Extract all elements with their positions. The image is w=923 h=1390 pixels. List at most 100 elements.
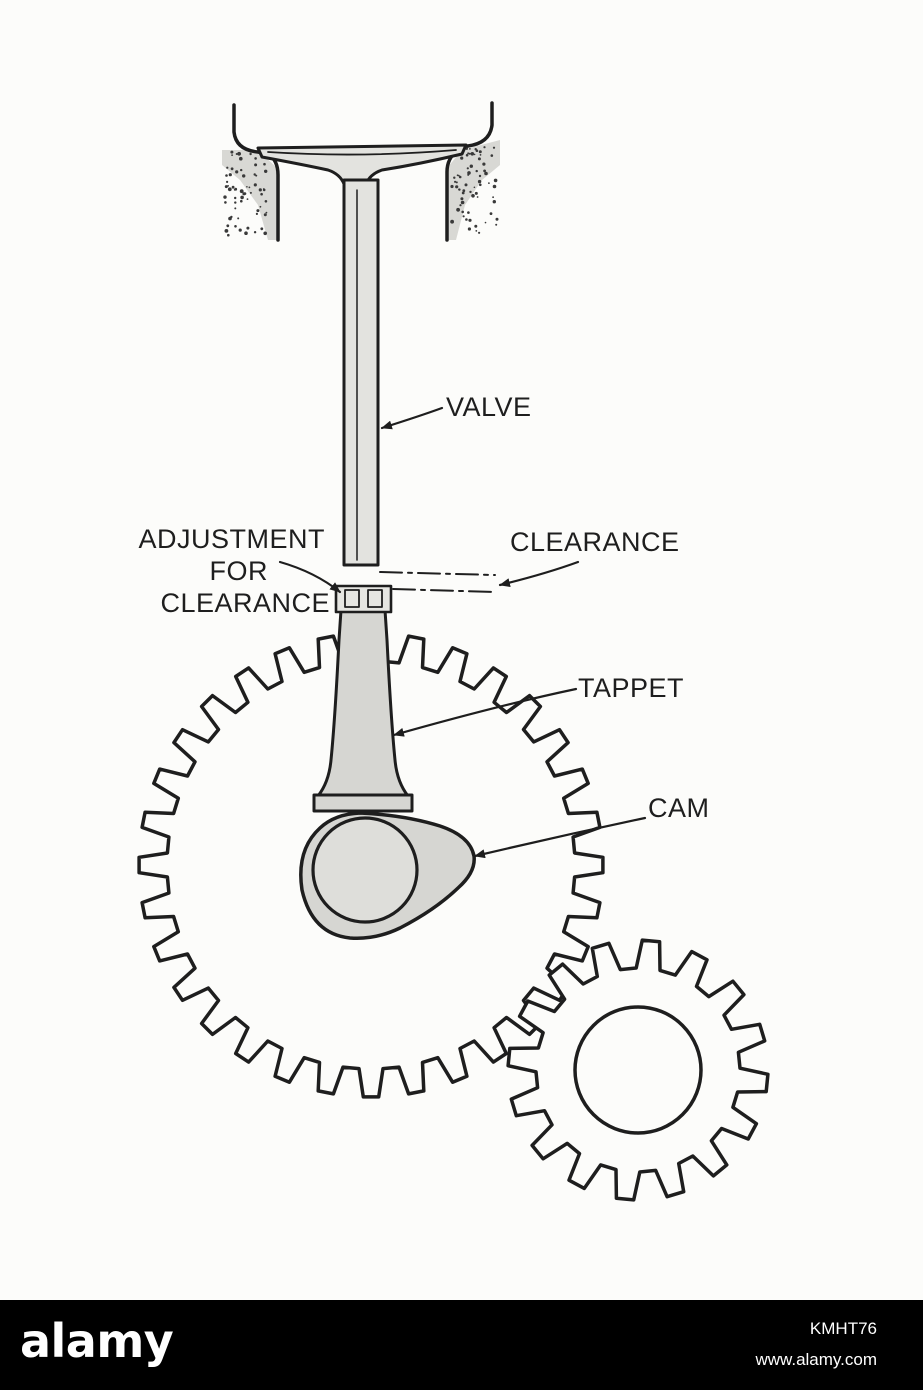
stipple-dot bbox=[461, 191, 465, 195]
stipple-dot bbox=[462, 215, 465, 218]
cylinder-head bbox=[222, 101, 500, 242]
stipple-dot bbox=[237, 217, 240, 220]
label-tappet: TAPPET bbox=[578, 673, 684, 703]
stipple-dot bbox=[457, 174, 460, 177]
stipple-dot bbox=[223, 195, 227, 199]
stipple-dot bbox=[254, 157, 257, 160]
valve bbox=[256, 143, 468, 567]
adjustment-nut-flat-left bbox=[344, 589, 360, 608]
stipple-dot bbox=[248, 186, 251, 189]
stipple-dot bbox=[246, 186, 248, 188]
stipple-dot bbox=[225, 174, 228, 177]
stipple-dot bbox=[453, 176, 456, 179]
stipple-dot bbox=[458, 175, 462, 179]
stipple-dot bbox=[459, 204, 462, 207]
stipple-dot bbox=[263, 231, 268, 236]
clearance-indicator bbox=[379, 571, 496, 593]
stipple-dot bbox=[228, 216, 232, 221]
stipple-dot bbox=[249, 152, 252, 156]
label-adjustment-line1: ADJUSTMENT bbox=[139, 524, 326, 554]
stipple-dot bbox=[473, 153, 476, 156]
valve-tappet-diagram: VALVE CLEARANCE ADJUSTMENT FOR CLEARANCE… bbox=[137, 101, 770, 1202]
stipple-dot bbox=[475, 169, 478, 173]
stipple-dot bbox=[454, 180, 457, 183]
stipple-dot bbox=[227, 185, 230, 187]
stipple-dot bbox=[231, 185, 235, 189]
stipple-dot bbox=[254, 163, 258, 167]
stipple-dot bbox=[465, 218, 468, 221]
stipple-dot bbox=[226, 180, 229, 183]
tappet-base-plate bbox=[312, 793, 414, 813]
stipple-dot bbox=[264, 200, 268, 203]
stipple-dot bbox=[244, 231, 248, 235]
stipple-dot bbox=[483, 169, 486, 173]
stipple-dot bbox=[234, 207, 237, 210]
stipple-dot bbox=[230, 167, 234, 171]
watermark-footer: alamy KMHT76 www.alamy.com bbox=[0, 1300, 923, 1390]
stipple-dot bbox=[490, 154, 494, 157]
stipple-dot bbox=[262, 188, 265, 190]
stipple-dot bbox=[469, 164, 473, 168]
stipple-dot bbox=[264, 169, 268, 173]
stipple-dot bbox=[231, 154, 234, 157]
tappet bbox=[312, 584, 414, 813]
stipple-dot bbox=[460, 197, 464, 201]
cam bbox=[299, 811, 476, 941]
stipple-dot bbox=[263, 162, 266, 166]
valve-seat-line bbox=[267, 149, 457, 156]
stipple-dot bbox=[492, 184, 497, 189]
stipple-dot bbox=[492, 146, 496, 149]
stipple-dot bbox=[253, 173, 256, 176]
valve-stem bbox=[342, 178, 380, 567]
stipple-dot bbox=[469, 190, 472, 194]
stipple-dot bbox=[234, 196, 237, 200]
image-id: KMHT76 bbox=[809, 1319, 877, 1338]
label-adjustment-line2: FOR bbox=[210, 556, 269, 586]
stipple-dot bbox=[467, 227, 471, 231]
head-stipple-dots bbox=[223, 146, 499, 237]
stipple-dot bbox=[455, 181, 458, 184]
stipple-dot bbox=[265, 211, 268, 214]
leader-lines bbox=[278, 406, 647, 859]
stipple-dot bbox=[475, 149, 479, 152]
stipple-dot bbox=[246, 198, 249, 201]
stipple-dot bbox=[235, 153, 238, 155]
stipple-dot bbox=[461, 210, 465, 214]
labels: VALVE CLEARANCE ADJUSTMENT FOR CLEARANCE… bbox=[139, 392, 710, 823]
head-stipple-left bbox=[222, 150, 277, 240]
stipple-dot bbox=[253, 183, 257, 187]
stipple-dot bbox=[488, 182, 490, 185]
clearance-line-lower bbox=[392, 588, 496, 593]
stipple-dot bbox=[460, 156, 464, 160]
stipple-dot bbox=[482, 162, 486, 166]
stipple-dot bbox=[479, 183, 482, 187]
stipple-dot bbox=[228, 173, 232, 177]
label-cam: CAM bbox=[648, 793, 710, 823]
stipple-dot bbox=[255, 212, 258, 215]
stipple-dot bbox=[475, 230, 478, 232]
stipple-dot bbox=[458, 188, 461, 191]
stipple-dot bbox=[258, 188, 262, 192]
stipple-dot bbox=[224, 185, 228, 189]
stipple-dot bbox=[227, 233, 230, 237]
stipple-dot bbox=[239, 156, 243, 161]
stipple-dot bbox=[226, 225, 229, 227]
stipple-dot bbox=[477, 179, 482, 184]
stipple-dot bbox=[474, 191, 478, 195]
stipple-dot bbox=[467, 171, 471, 175]
stipple-dot bbox=[468, 152, 471, 155]
head-stipple-right bbox=[447, 140, 500, 240]
stipple-dot bbox=[242, 192, 246, 196]
stipple-dot bbox=[489, 212, 493, 216]
stipple-dot bbox=[466, 167, 469, 170]
stipple-dot bbox=[469, 148, 471, 150]
stipple-dot bbox=[234, 225, 237, 228]
stipple-dot bbox=[476, 196, 479, 198]
stipple-dot bbox=[473, 186, 476, 189]
stipple-dot bbox=[239, 189, 244, 194]
stipple-dot bbox=[246, 226, 250, 230]
stipple-dot bbox=[240, 195, 244, 200]
stipple-dot bbox=[253, 231, 257, 234]
cam-leader-arrow bbox=[473, 816, 647, 859]
stipple-dot bbox=[493, 178, 498, 183]
